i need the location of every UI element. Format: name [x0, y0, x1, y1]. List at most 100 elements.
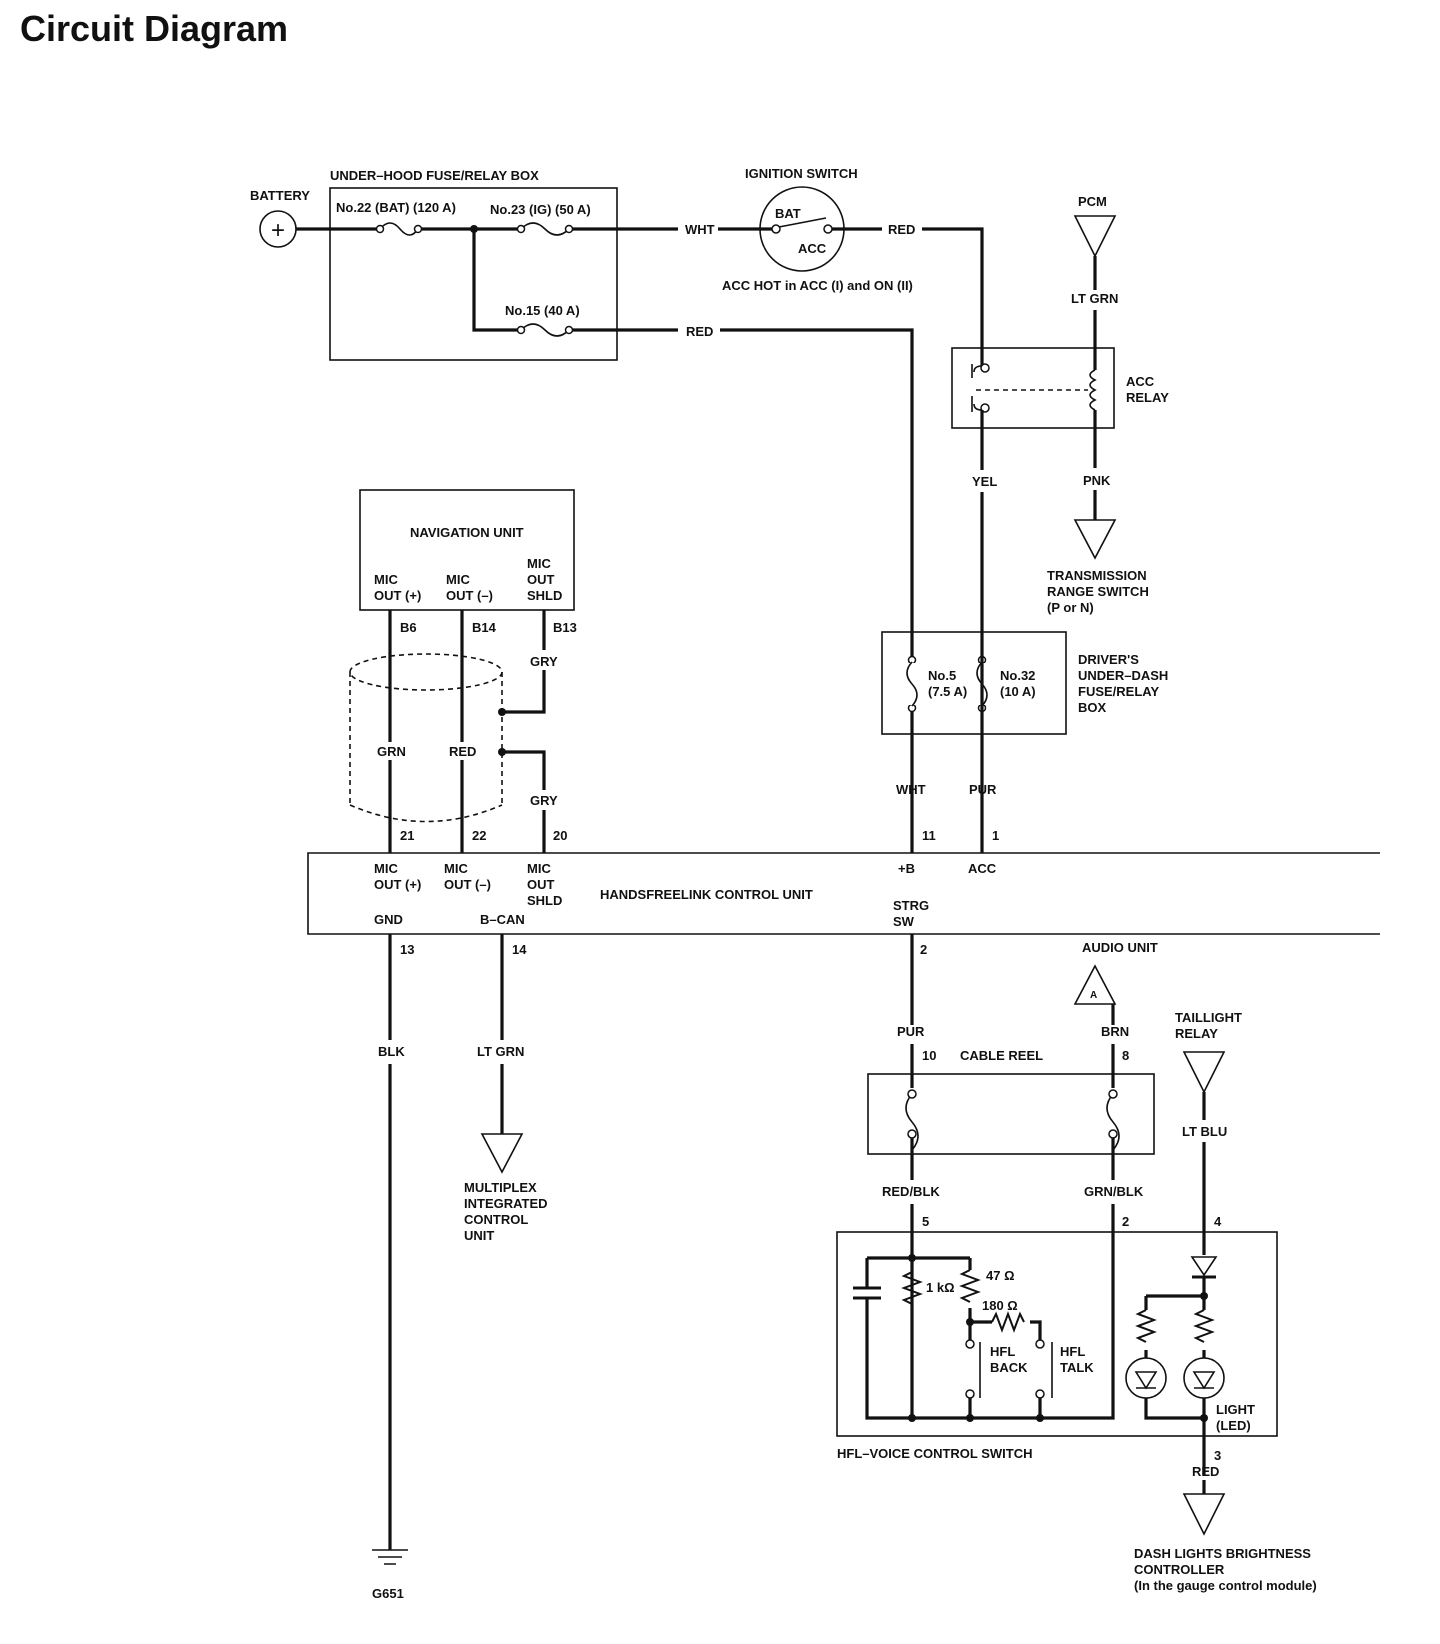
- pin-1: 1: [992, 828, 999, 843]
- hf-gnd: GND: [374, 912, 403, 927]
- hf-mic3-b: OUT: [527, 877, 555, 892]
- hfl-talk-1: HFL: [1060, 1344, 1085, 1359]
- nav-mic3-b: OUT: [527, 572, 555, 587]
- wire-pnk: PNK: [1083, 473, 1111, 488]
- hf-mic1-a: MIC: [374, 861, 398, 876]
- acc-hot-note: ACC HOT in ACC (I) and ON (II): [722, 278, 913, 293]
- ground-label: G651: [372, 1586, 404, 1601]
- underhood-fuse-box: UNDER–HOOD FUSE/RELAY BOX No.22 (BAT) (1…: [329, 168, 618, 361]
- hf-mic3-a: MIC: [527, 861, 551, 876]
- dud-label-2: UNDER–DASH: [1078, 668, 1168, 683]
- hfl-talk-2: TALK: [1060, 1360, 1094, 1375]
- no5-b: (7.5 A): [928, 684, 967, 699]
- hf-mic2-b: OUT (–): [444, 877, 491, 892]
- wire-pur-low: PUR: [897, 1024, 925, 1039]
- resistor-180: 180 Ω: [982, 1298, 1018, 1313]
- nav-mic2-b: OUT (–): [446, 588, 493, 603]
- navigation-unit: NAVIGATION UNIT MIC OUT (+) MIC OUT (–) …: [359, 489, 575, 611]
- cable-reel: CABLE REEL: [867, 1048, 1155, 1155]
- wire-wht-top: WHT: [685, 222, 715, 237]
- hf-mic2-a: MIC: [444, 861, 468, 876]
- pin-11: 11: [922, 828, 936, 843]
- wire-grn-blk: GRN/BLK: [1084, 1184, 1144, 1199]
- wire-grn: GRN: [377, 744, 406, 759]
- pin-13: 13: [400, 942, 414, 957]
- hf-mic3-c: SHLD: [527, 893, 562, 908]
- resistor-1k: 1 kΩ: [926, 1280, 955, 1295]
- ignition-acc: ACC: [798, 241, 827, 256]
- acc-relay-label-2: RELAY: [1126, 390, 1169, 405]
- no32-a: No.32: [1000, 668, 1035, 683]
- pin-3: 3: [1214, 1448, 1221, 1463]
- ignition-switch-label: IGNITION SWITCH: [745, 166, 858, 181]
- dash-label-3: (In the gauge control module): [1134, 1578, 1317, 1593]
- hf-mic1-b: OUT (+): [374, 877, 421, 892]
- trs-label-1: TRANSMISSION: [1047, 568, 1147, 583]
- light-label-2: (LED): [1216, 1418, 1251, 1433]
- wire-lt-grn-low: LT GRN: [477, 1044, 524, 1059]
- under-dash-fuse-box: No.5 (7.5 A) No.32 (10 A) DRIVER'S UNDER…: [881, 631, 1168, 735]
- dash-label-2: CONTROLLER: [1134, 1562, 1225, 1577]
- fuse22-label: No.22 (BAT) (120 A): [336, 200, 456, 215]
- acc-relay-label-1: ACC: [1126, 374, 1155, 389]
- battery-symbol: +: [271, 217, 285, 244]
- wire-yel: YEL: [972, 474, 997, 489]
- wire-red-ign: RED: [888, 222, 915, 237]
- wire-brn: BRN: [1101, 1024, 1129, 1039]
- wire-red-low: RED: [1192, 1464, 1219, 1479]
- no32-b: (10 A): [1000, 684, 1036, 699]
- pin-b6: B6: [400, 620, 417, 635]
- cable-reel-label: CABLE REEL: [960, 1048, 1043, 1063]
- pin-20: 20: [553, 828, 567, 843]
- pin-4: 4: [1214, 1214, 1222, 1229]
- battery-label: BATTERY: [250, 188, 310, 203]
- pin-8: 8: [1122, 1048, 1129, 1063]
- nav-unit-label: NAVIGATION UNIT: [410, 525, 524, 540]
- pcm: PCM: [1073, 194, 1117, 258]
- dud-label-3: FUSE/RELAY: [1078, 684, 1159, 699]
- pin-14: 14: [512, 942, 527, 957]
- pin-b14: B14: [472, 620, 497, 635]
- ignition-bat: BAT: [775, 206, 801, 221]
- pin-5: 5: [922, 1214, 929, 1229]
- hf-bcan: B–CAN: [480, 912, 525, 927]
- voice-switch-label: HFL–VOICE CONTROL SWITCH: [837, 1446, 1032, 1461]
- handsfreelink-control-unit: MIC OUT (+) MIC OUT (–) MIC OUT SHLD HAN…: [307, 852, 1380, 935]
- resistor-47: 47 Ω: [986, 1268, 1015, 1283]
- pin-b13: B13: [553, 620, 577, 635]
- fuse15-label: No.15 (40 A): [505, 303, 580, 318]
- ground-g651: G651: [372, 1549, 408, 1601]
- wire-wht-low: WHT: [896, 782, 926, 797]
- micu-label-4: UNIT: [464, 1228, 494, 1243]
- audio-connector-a: A: [1090, 990, 1097, 1001]
- micu-label-2: INTEGRATED: [464, 1196, 548, 1211]
- wire-lt-grn-pcm: LT GRN: [1071, 291, 1118, 306]
- micu: MULTIPLEX INTEGRATED CONTROL UNIT: [464, 1133, 548, 1243]
- wire-gry-2: GRY: [530, 793, 558, 808]
- micu-label-1: MULTIPLEX: [464, 1180, 537, 1195]
- nav-mic1-b: OUT (+): [374, 588, 421, 603]
- audio-unit-label: AUDIO UNIT: [1082, 940, 1158, 955]
- hf-plus-b: +B: [898, 861, 915, 876]
- hf-strg-a: STRG: [893, 898, 929, 913]
- wire-red-blk: RED/BLK: [882, 1184, 940, 1199]
- light-label-1: LIGHT: [1216, 1402, 1255, 1417]
- hf-strg-b: SW: [893, 914, 915, 929]
- ignition-switch: IGNITION SWITCH BAT ACC ACC HOT in ACC (…: [722, 166, 913, 293]
- pcm-label: PCM: [1078, 194, 1107, 209]
- nav-mic2-a: MIC: [446, 572, 470, 587]
- nav-mic3-c: SHLD: [527, 588, 562, 603]
- hf-unit-label: HANDSFREELINK CONTROL UNIT: [600, 887, 813, 902]
- fuse23-label: No.23 (IG) (50 A): [490, 202, 591, 217]
- wire-gry-1: GRY: [530, 654, 558, 669]
- pin-21: 21: [400, 828, 414, 843]
- taillight-label-1: TAILLIGHT: [1175, 1010, 1242, 1025]
- underhood-box-label: UNDER–HOOD FUSE/RELAY BOX: [330, 168, 539, 183]
- trs-label-3: (P or N): [1047, 600, 1094, 615]
- dud-label-1: DRIVER'S: [1078, 652, 1139, 667]
- nav-mic1-a: MIC: [374, 572, 398, 587]
- wire-red-nav: RED: [449, 744, 476, 759]
- dash-lights-controller: DASH LIGHTS BRIGHTNESS CONTROLLER (In th…: [1134, 1493, 1317, 1593]
- pin-22: 22: [472, 828, 486, 843]
